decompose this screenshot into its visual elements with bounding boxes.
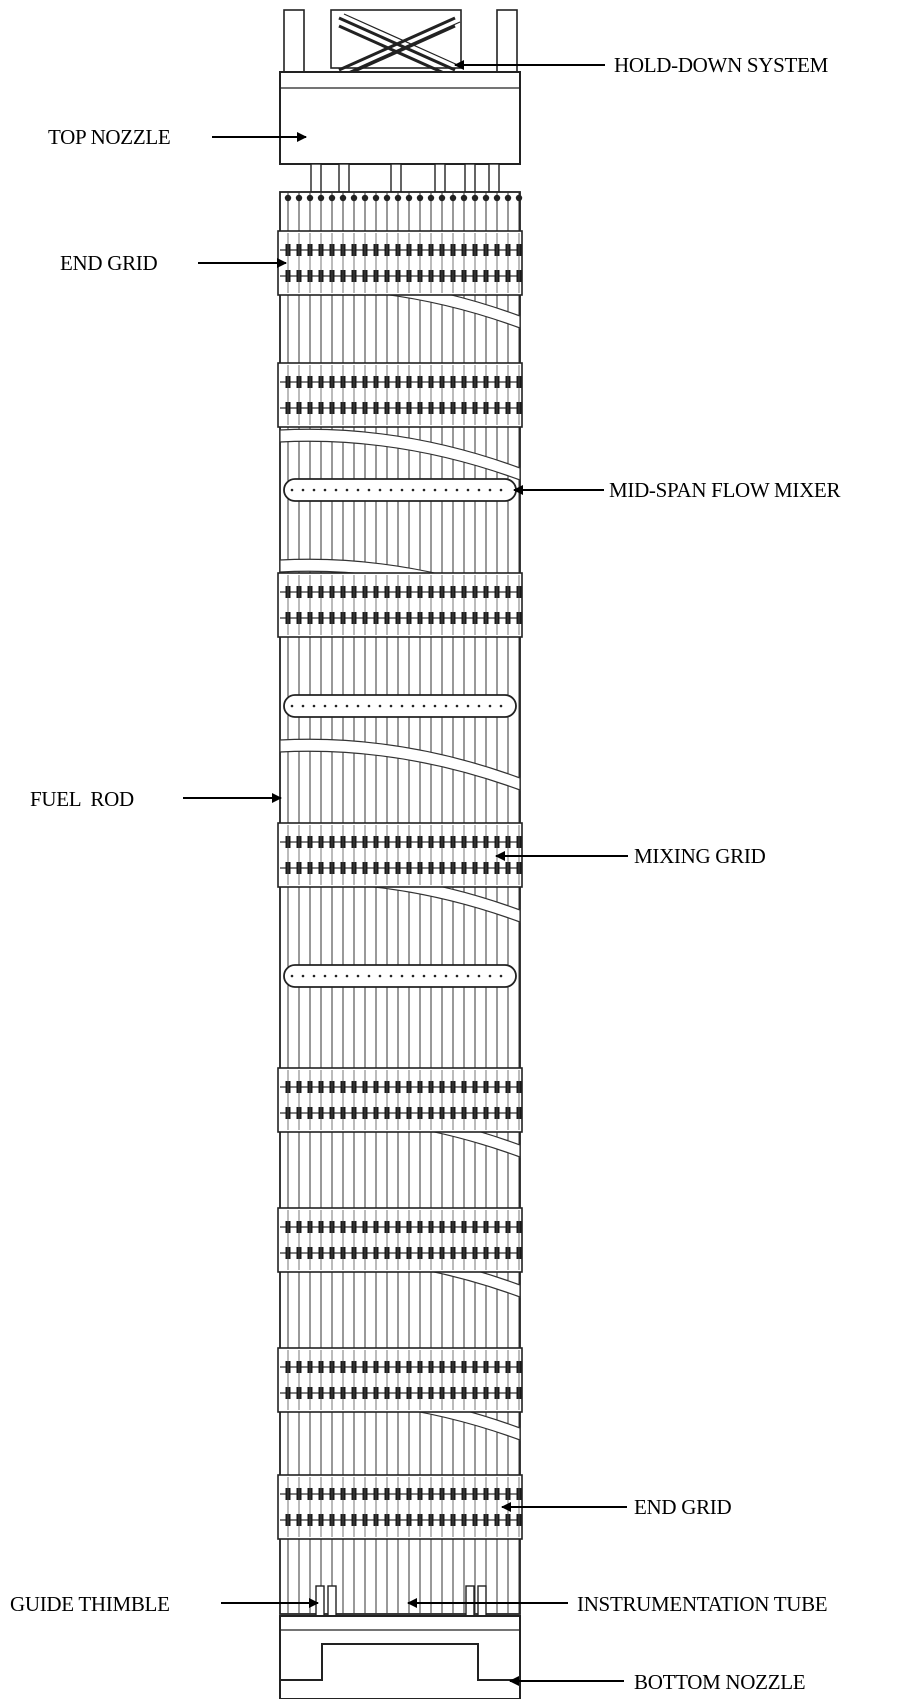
grid-4 — [277, 822, 523, 888]
hold-down-system — [283, 9, 518, 80]
mid-span-mixer-1 — [283, 478, 517, 502]
label-guide-thimble: GUIDE THIMBLE — [10, 1592, 170, 1616]
label-bottom-nozzle: BOTTOM NOZZLE — [634, 1670, 805, 1694]
bow-band-2 — [279, 428, 521, 481]
label-hold-down-system: HOLD-DOWN SYSTEM — [614, 53, 829, 77]
label-top-nozzle: TOP NOZZLE — [48, 125, 170, 149]
top-nozzle — [279, 71, 521, 193]
grid-7 — [277, 1347, 523, 1413]
label-mixing-grid: MIXING GRID — [634, 844, 766, 868]
label-fuel-rod: FUEL ROD — [30, 787, 134, 811]
label-instrumentation-tube: INSTRUMENTATION TUBE — [577, 1592, 827, 1616]
bow-band-4 — [279, 738, 521, 791]
labels: HOLD-DOWN SYSTEM TOP NOZZLE END GRID MID… — [10, 53, 841, 1694]
leader-lines — [183, 60, 628, 1686]
bottom-tubes — [315, 1585, 487, 1617]
grid-2 — [277, 362, 523, 428]
label-end-grid-bottom: END GRID — [634, 1495, 731, 1519]
grid-6 — [277, 1207, 523, 1273]
label-end-grid-top: END GRID — [60, 251, 157, 275]
bottom-nozzle — [279, 1615, 521, 1699]
fuel-rod-bundle — [277, 191, 523, 1617]
mid-span-mixer-2 — [283, 694, 517, 718]
mid-span-mixer-3 — [283, 964, 517, 988]
rod-caps — [284, 194, 523, 202]
label-mid-span-flow-mixer: MID-SPAN FLOW MIXER — [609, 478, 840, 502]
grid-3 — [277, 572, 523, 638]
grid-5 — [277, 1067, 523, 1133]
grid-8 — [277, 1474, 523, 1540]
grid-1 — [277, 230, 523, 296]
